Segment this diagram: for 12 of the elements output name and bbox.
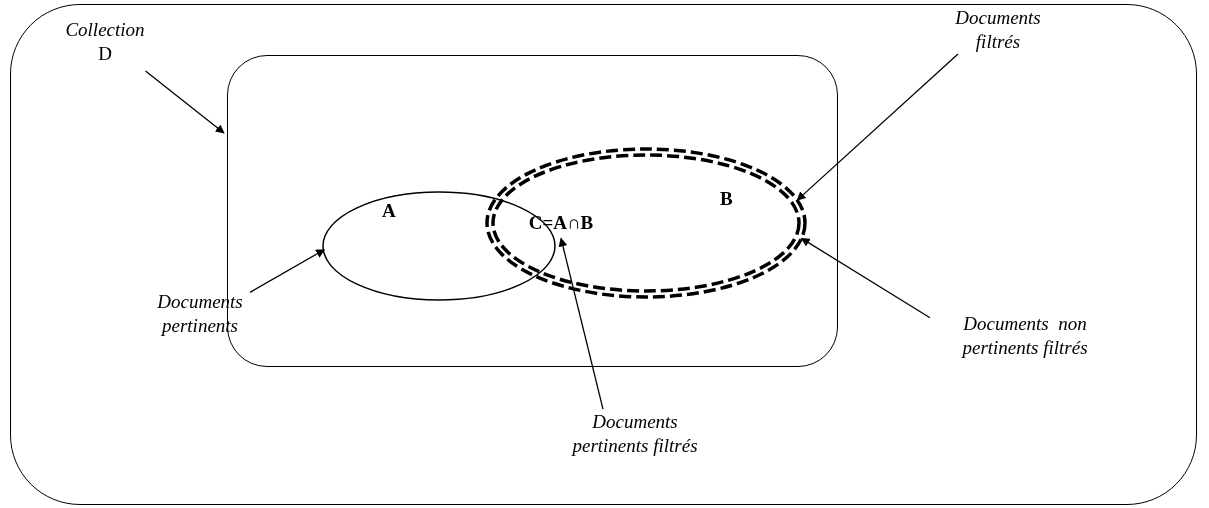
caption-text: Documents pertinents filtrés: [570, 410, 699, 458]
arrow: [558, 237, 604, 410]
caption-text: Documents filtrés: [954, 6, 1042, 54]
arrow: [800, 237, 931, 319]
set-label: B: [720, 187, 733, 211]
arrow: [796, 53, 959, 201]
arrow: [144, 70, 225, 134]
caption-text: Collection: [65, 18, 145, 42]
caption-text: Documents non pertinents filtrés: [960, 312, 1089, 360]
arrow: [249, 249, 326, 294]
set-label: A: [382, 199, 396, 223]
caption-text: D: [98, 42, 112, 66]
